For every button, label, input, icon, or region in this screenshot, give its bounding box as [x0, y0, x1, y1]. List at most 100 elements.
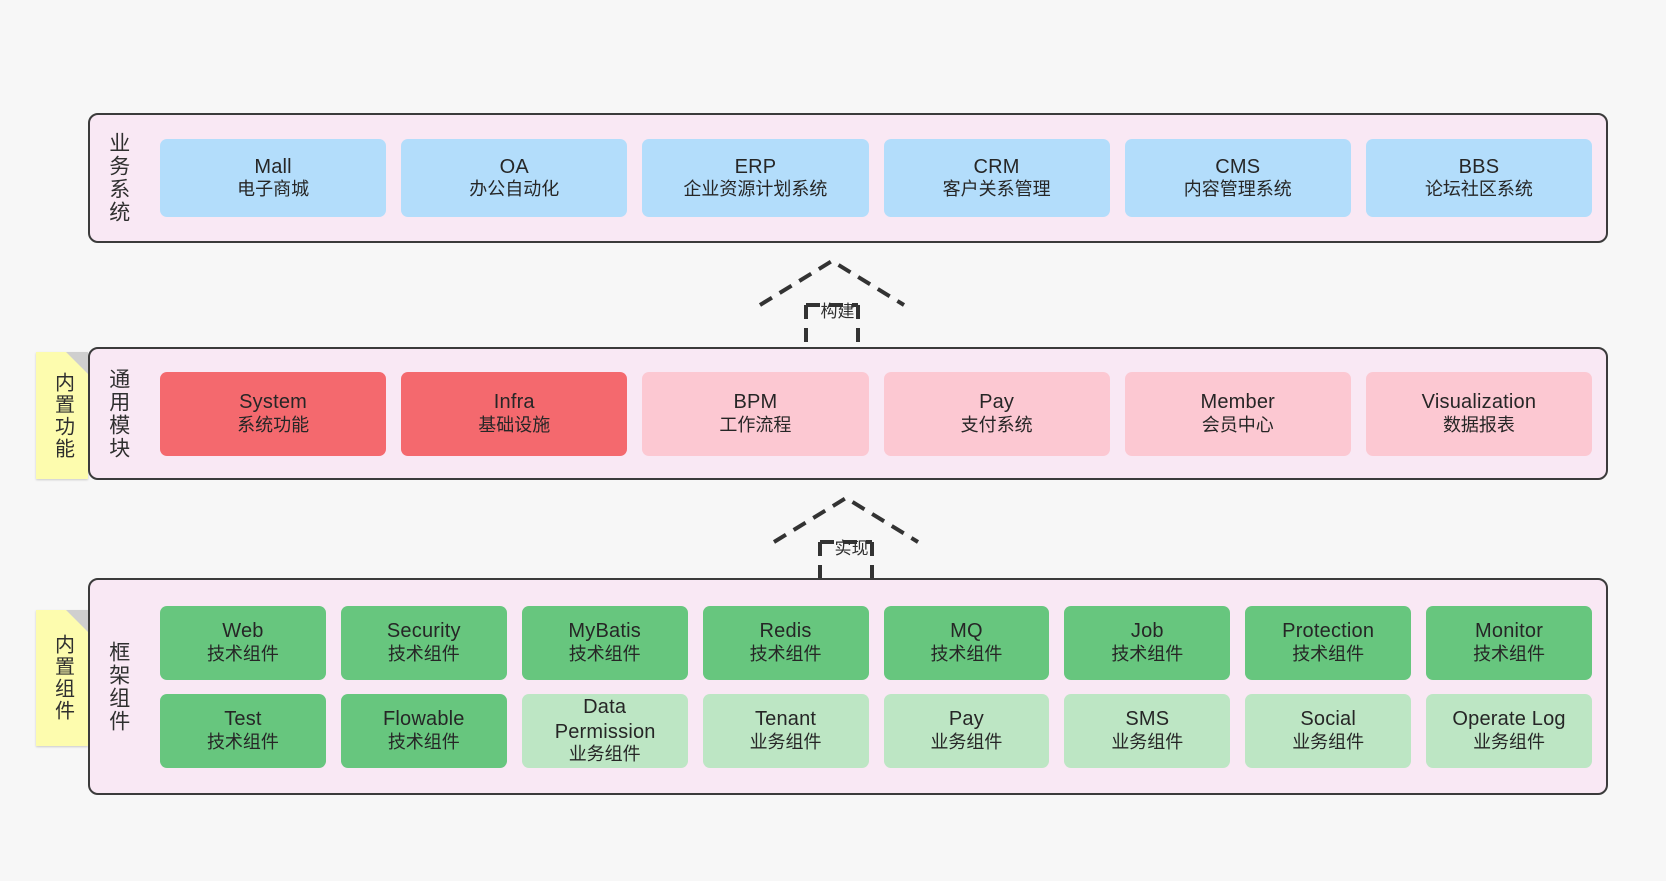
node-title: CMS: [1215, 155, 1261, 178]
layer-body-common-module: System 系统功能 Infra 基础设施 BPM 工作流程 Pay 支付系统…: [146, 349, 1606, 478]
node-title: Tenant: [754, 708, 817, 731]
node-title: Protection: [1282, 620, 1375, 643]
sticky-note-label: 内置组件: [51, 634, 74, 722]
node-title: Redis: [759, 620, 812, 643]
node-data-permission[interactable]: Data Permission 业务组件: [521, 693, 688, 768]
sticky-fold-corner-icon: [66, 610, 88, 632]
connector-label: 实现: [834, 539, 869, 558]
node-title: Member: [1200, 391, 1276, 414]
node-title: Operate Log: [1452, 708, 1566, 731]
layer-title-framework-component: 框架组件: [106, 640, 130, 733]
layer-body-business-system: Mall 电子商城 OA 办公自动化 ERP 企业资源计划系统 CRM 客户关系…: [146, 115, 1606, 241]
node-member[interactable]: Member 会员中心: [1124, 371, 1351, 456]
node-oa[interactable]: OA 办公自动化: [401, 139, 628, 217]
node-mall[interactable]: Mall 电子商城: [160, 139, 387, 217]
sticky-note-builtin-features: 内置功能: [36, 352, 88, 479]
node-subtitle: 内容管理系统: [1183, 179, 1292, 200]
node-subtitle: 业务组件: [1111, 731, 1184, 752]
node-title: Web: [222, 620, 264, 643]
node-subtitle: 业务组件: [930, 731, 1003, 752]
sticky-note-label: 内置功能: [51, 371, 74, 460]
node-bpm[interactable]: BPM 工作流程: [642, 371, 869, 456]
node-bbs[interactable]: BBS 论坛社区系统: [1365, 139, 1593, 217]
node-operate-log[interactable]: Operate Log 业务组件: [1426, 693, 1592, 768]
node-subtitle: 技术组件: [930, 643, 1003, 664]
node-subtitle: 数据报表: [1442, 414, 1515, 435]
node-title: Visualization: [1421, 391, 1537, 414]
node-subtitle: 技术组件: [387, 731, 460, 752]
node-mq[interactable]: MQ 技术组件: [883, 605, 1050, 680]
node-subtitle: 支付系统: [960, 414, 1033, 435]
node-protection[interactable]: Protection 技术组件: [1245, 605, 1412, 680]
node-subtitle: 业务组件: [749, 731, 822, 752]
layer-title-common-module: 通用模块: [106, 367, 130, 460]
node-title: Pay: [979, 391, 1015, 414]
layer-title-business-system: 业务系统: [106, 132, 130, 224]
node-title: Monitor: [1475, 620, 1544, 643]
node-title: Social: [1300, 708, 1357, 731]
node-job[interactable]: Job 技术组件: [1064, 605, 1231, 680]
node-infra[interactable]: Infra 基础设施: [401, 371, 628, 456]
node-title: ERP: [734, 155, 777, 178]
node-title: SMS: [1125, 708, 1170, 731]
node-flowable[interactable]: Flowable 技术组件: [340, 693, 507, 768]
node-subtitle: 电子商城: [237, 179, 310, 200]
node-subtitle: 技术组件: [387, 643, 460, 664]
node-subtitle: 技术组件: [206, 643, 279, 664]
node-row: System 系统功能 Infra 基础设施 BPM 工作流程 Pay 支付系统…: [160, 371, 1593, 456]
node-title: Pay: [948, 708, 984, 731]
layer-body-framework-component: Web 技术组件 Security 技术组件 MyBatis 技术组件 Redi…: [146, 580, 1606, 793]
connector-label: 构建: [820, 302, 855, 321]
node-title: Test: [224, 708, 262, 731]
node-title: MQ: [950, 620, 983, 643]
node-erp[interactable]: ERP 企业资源计划系统: [642, 139, 869, 217]
generalization-arrow-icon: [772, 495, 920, 588]
node-subtitle: 论坛社区系统: [1424, 179, 1533, 200]
node-title: MyBatis: [568, 620, 641, 643]
node-cms[interactable]: CMS 内容管理系统: [1124, 139, 1351, 217]
node-subtitle: 技术组件: [1473, 643, 1546, 664]
node-title: Data Permission: [554, 696, 656, 743]
node-crm[interactable]: CRM 客户关系管理: [883, 139, 1110, 217]
node-subtitle: 业务组件: [568, 743, 641, 764]
node-row: Web 技术组件 Security 技术组件 MyBatis 技术组件 Redi…: [160, 605, 1592, 680]
node-title: CRM: [973, 155, 1020, 178]
node-title: System: [239, 391, 308, 414]
node-sms[interactable]: SMS 业务组件: [1064, 693, 1231, 768]
connector-build: 构建: [752, 253, 912, 351]
node-subtitle: 企业资源计划系统: [683, 179, 828, 200]
sticky-fold-corner-icon: [66, 352, 88, 374]
node-test[interactable]: Test 技术组件: [160, 693, 326, 768]
node-subtitle: 办公自动化: [469, 179, 560, 200]
node-pay-module[interactable]: Pay 支付系统: [883, 371, 1110, 456]
node-redis[interactable]: Redis 技术组件: [702, 605, 869, 680]
layer-business-system: 业务系统 Mall 电子商城 OA 办公自动化 ERP 企业资源计划系统 CRM…: [88, 113, 1608, 243]
node-social[interactable]: Social 业务组件: [1245, 693, 1412, 768]
node-title: BPM: [733, 391, 778, 414]
node-security[interactable]: Security 技术组件: [340, 605, 507, 680]
node-visualization[interactable]: Visualization 数据报表: [1365, 371, 1593, 456]
node-web[interactable]: Web 技术组件: [160, 605, 326, 680]
node-subtitle: 技术组件: [1111, 643, 1184, 664]
node-title: Job: [1130, 620, 1164, 643]
node-mybatis[interactable]: MyBatis 技术组件: [521, 605, 688, 680]
node-subtitle: 技术组件: [749, 643, 822, 664]
node-subtitle: 系统功能: [237, 414, 310, 435]
sticky-note-builtin-components: 内置组件: [36, 610, 88, 746]
node-subtitle: 基础设施: [478, 414, 551, 435]
node-monitor[interactable]: Monitor 技术组件: [1426, 605, 1592, 680]
node-tenant[interactable]: Tenant 业务组件: [702, 693, 869, 768]
connector-implement: 实现: [766, 490, 926, 588]
node-system[interactable]: System 系统功能: [160, 371, 387, 456]
node-subtitle: 技术组件: [1292, 643, 1365, 664]
node-subtitle: 业务组件: [1292, 731, 1365, 752]
node-subtitle: 工作流程: [719, 414, 792, 435]
node-subtitle: 技术组件: [206, 731, 279, 752]
node-title: Flowable: [382, 708, 465, 731]
node-pay-component[interactable]: Pay 业务组件: [883, 693, 1050, 768]
node-subtitle: 业务组件: [1473, 731, 1546, 752]
node-title: OA: [499, 155, 529, 178]
layer-framework-component: 框架组件 Web 技术组件 Security 技术组件 MyBatis 技术组件…: [88, 578, 1608, 795]
node-subtitle: 技术组件: [568, 643, 641, 664]
